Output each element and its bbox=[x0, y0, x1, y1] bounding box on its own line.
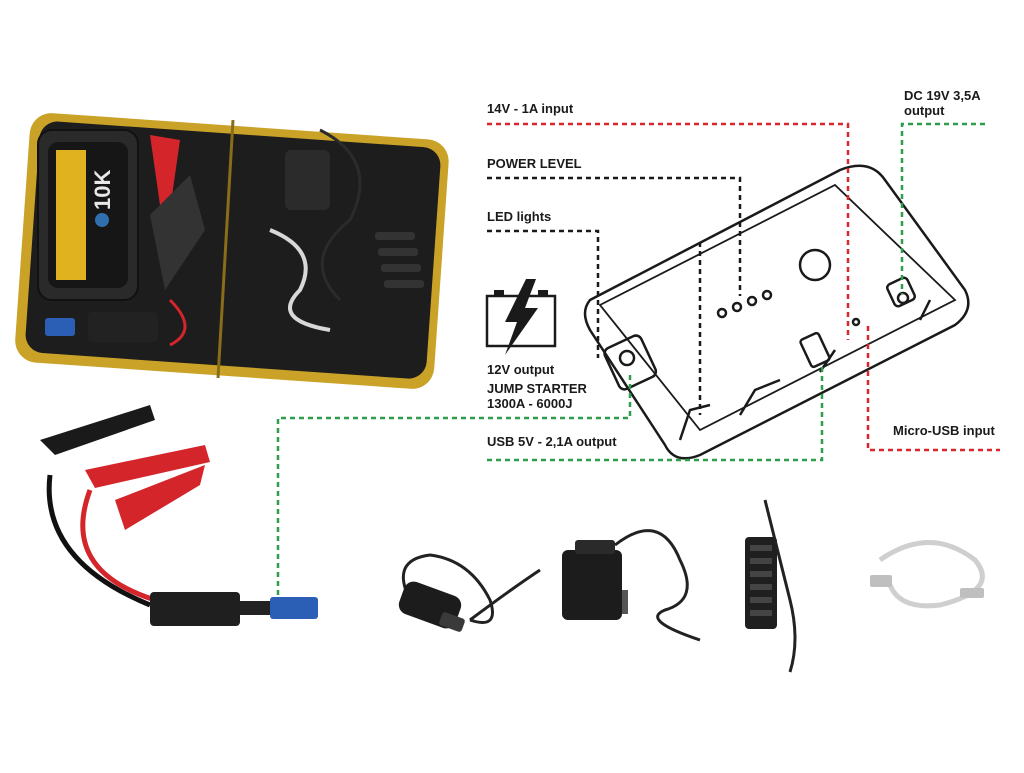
device-line-drawing bbox=[583, 164, 970, 460]
label-jump-starter-line1: JUMP STARTER bbox=[487, 381, 587, 396]
case-wall-charger bbox=[285, 150, 330, 210]
label-dc-output: DC 19V 3,5A output bbox=[904, 88, 981, 118]
callout-line-usb-output bbox=[487, 365, 824, 462]
callout-line-12v-output bbox=[276, 375, 632, 598]
label-jump-starter-line2: 1300A - 6000J bbox=[487, 396, 573, 411]
callout-line-led-lights bbox=[487, 229, 600, 358]
label-usb-output: USB 5V - 2,1A output bbox=[487, 434, 617, 449]
callout-line-14v-input bbox=[487, 122, 850, 340]
label-power-level: POWER LEVEL bbox=[487, 156, 582, 171]
label-jump-starter: JUMP STARTER 1300A - 6000J bbox=[487, 381, 587, 411]
callout-line-power-level bbox=[487, 176, 742, 296]
callout-line-micro-usb bbox=[866, 326, 1000, 452]
jump-starter-case-photo: 10K bbox=[15, 113, 449, 389]
wall-charger-photo bbox=[562, 529, 701, 642]
usb-cable-photo bbox=[870, 540, 985, 609]
label-dc-output-line2: output bbox=[904, 103, 945, 118]
case-adapter-tips bbox=[375, 232, 424, 288]
case-red-clamp bbox=[150, 135, 205, 347]
clamp-cable-photo bbox=[40, 405, 318, 626]
battery-lightning-icon bbox=[485, 279, 557, 355]
label-micro-usb-input: Micro-USB input bbox=[893, 423, 995, 438]
jump-starter-logo: 10K bbox=[90, 170, 115, 210]
label-14v-input: 14V - 1A input bbox=[487, 101, 574, 116]
jump-starter-unit: 10K bbox=[37, 129, 139, 301]
laptop-cable-adapters-photo bbox=[745, 499, 797, 673]
label-12v-output: 12V output bbox=[487, 362, 555, 377]
callout-line-dc-output bbox=[900, 122, 985, 294]
label-led-lights: LED lights bbox=[487, 209, 552, 224]
label-dc-output-line1: DC 19V 3,5A bbox=[904, 88, 981, 103]
car-charger-photo bbox=[398, 553, 541, 632]
